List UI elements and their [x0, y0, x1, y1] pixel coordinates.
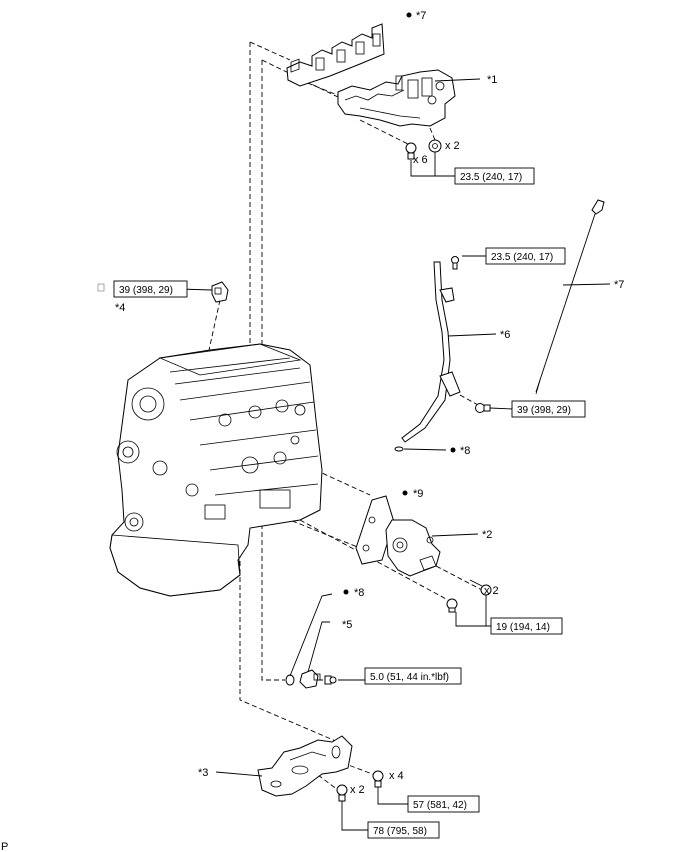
- torque-h-text: 78 (795, 58): [373, 826, 427, 837]
- torque-g-text: 57 (581, 42): [413, 800, 467, 811]
- torque-box-e: 19 (194, 14): [490, 617, 563, 635]
- torque-e-text: 19 (194, 14): [496, 622, 550, 633]
- torque-c-text: 39 (398, 29): [119, 285, 173, 296]
- label-7-top: *7: [416, 10, 426, 22]
- torque-box-h: 78 (795, 58): [367, 821, 440, 839]
- label-8-b: *8: [354, 587, 364, 599]
- torque-b-text: 23.5 (240, 17): [491, 252, 553, 263]
- label-7-right: *7: [614, 279, 624, 291]
- oring-8-top: [394, 446, 404, 452]
- label-x2-c: x 2: [350, 784, 365, 796]
- label-3: *3: [198, 767, 208, 779]
- manifold-1: [337, 69, 456, 127]
- guide-tube-6: [401, 261, 461, 443]
- sensor-5: [299, 669, 321, 689]
- label-corner: P: [1, 841, 8, 852]
- label-2: *2: [482, 529, 492, 541]
- bullet-7: [406, 12, 412, 18]
- bullet-8a: [450, 447, 456, 453]
- reuse-mark: [97, 283, 105, 292]
- bolt-torque-f: [324, 675, 337, 685]
- label-9: *9: [413, 488, 423, 500]
- dipstick-7: [535, 199, 605, 395]
- torque-box-d: 39 (398, 29): [511, 400, 586, 418]
- bolt-x4: [372, 770, 384, 788]
- label-5: *5: [342, 619, 352, 631]
- bolt-torque-d: [475, 403, 491, 413]
- housing-2: [385, 519, 441, 577]
- bolt-x6: [405, 142, 417, 160]
- nut-x2: [428, 139, 442, 153]
- label-4: *4: [115, 302, 125, 314]
- engine-block: [109, 343, 323, 597]
- oring-8-bottom: [285, 674, 295, 686]
- torque-box-b: 23.5 (240, 17): [485, 247, 566, 265]
- torque-box-a: 23.5 (240, 17): [454, 167, 535, 185]
- torque-box-g: 57 (581, 42): [407, 795, 480, 813]
- label-x2-a: x 2: [445, 140, 460, 152]
- label-8-a: *8: [460, 445, 470, 457]
- sensor-4: [211, 281, 229, 303]
- label-x6: x 6: [413, 154, 428, 166]
- bolt-torque-b: [451, 256, 459, 270]
- label-x4: x 4: [389, 770, 404, 782]
- label-1: *1: [487, 74, 497, 86]
- gasket-7-top: [286, 23, 385, 87]
- torque-d-text: 39 (398, 29): [517, 405, 571, 416]
- torque-a-text: 23.5 (240, 17): [460, 172, 522, 183]
- torque-f-text: 5.0 (51, 44 in.*lbf): [370, 672, 449, 683]
- torque-box-c: 39 (398, 29): [113, 280, 188, 298]
- bullet-9: [402, 490, 408, 496]
- label-x2-b: x 2: [484, 585, 499, 597]
- label-6: *6: [500, 329, 510, 341]
- torque-box-f: 5.0 (51, 44 in.*lbf): [364, 667, 462, 685]
- bracket-3: [257, 735, 353, 797]
- bullet-8b: [343, 589, 349, 595]
- bolt-x2-bottom: [336, 784, 348, 802]
